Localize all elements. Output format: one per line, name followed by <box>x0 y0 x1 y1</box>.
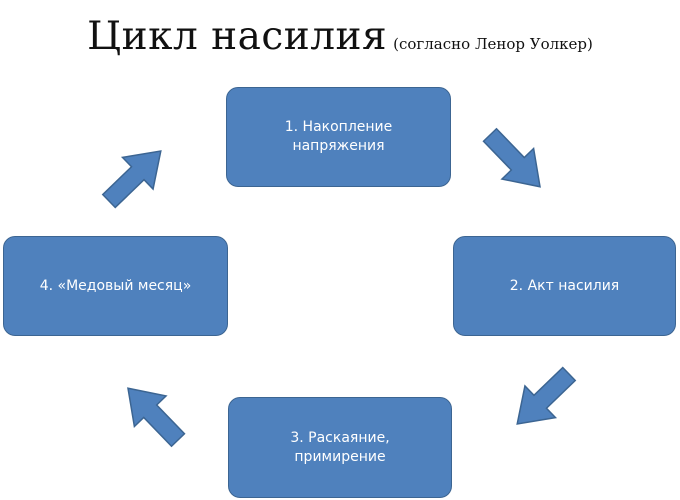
arrow-3-to-4-icon <box>127 387 186 448</box>
title-main: Цикл насилия <box>87 14 388 59</box>
cycle-step-2-label: 2. Акт насилия <box>509 277 620 294</box>
arrow-2-to-3-icon <box>516 366 577 425</box>
cycle-step-2-box: 2. Акт насилия <box>453 236 676 336</box>
cycle-step-1-box: 1. Накопление напряжения <box>226 87 451 187</box>
cycle-step-4-box: 4. «Медовый месяц» <box>3 236 228 336</box>
arrow-1-to-2-icon <box>482 127 541 188</box>
cycle-step-3-label: 3. Раскаяние, примирение <box>290 429 390 465</box>
arrow-4-to-1-icon <box>101 150 162 209</box>
cycle-step-4-label: 4. «Медовый месяц» <box>39 277 192 294</box>
cycle-step-3-box: 3. Раскаяние, примирение <box>228 397 452 498</box>
cycle-step-1-label: 1. Накопление напряжения <box>284 119 393 154</box>
title-subtitle: (согласно Ленор Уолкер) <box>393 35 593 53</box>
diagram-title: Цикл насилия (согласно Ленор Уолкер) <box>0 14 680 59</box>
